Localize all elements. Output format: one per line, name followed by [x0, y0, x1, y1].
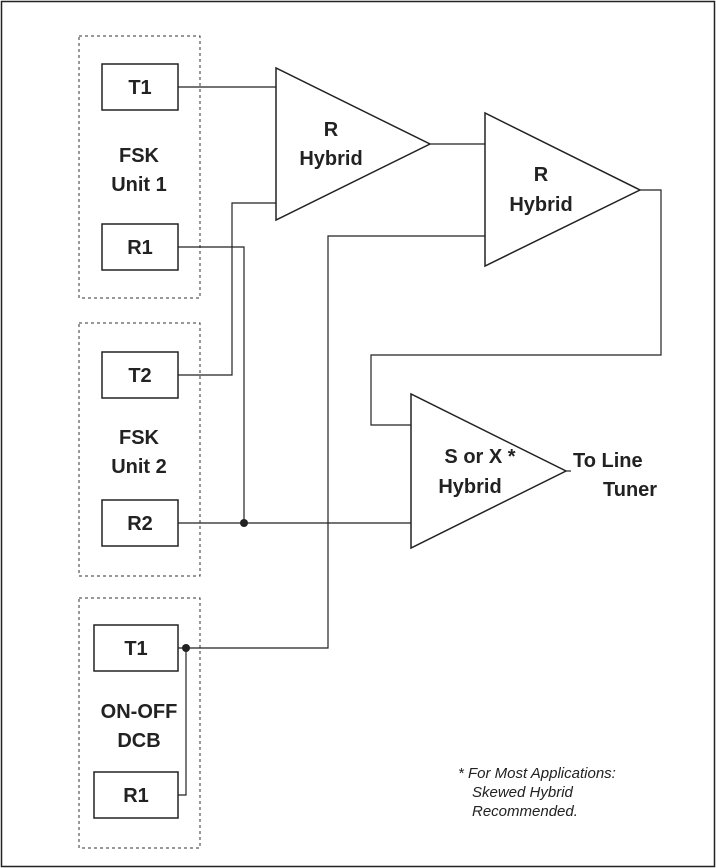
- unit-box-fsk-2: [78, 322, 201, 577]
- unit-title-line1-fsk-2: FSK: [119, 427, 160, 449]
- unit-box-fsk-1: [78, 35, 201, 299]
- footnote-line2: Skewed Hybrid: [472, 784, 574, 801]
- hybrid-label-line2-r-2: Hybrid: [509, 194, 572, 216]
- hybrid-label-line2-sx: Hybrid: [438, 476, 501, 498]
- port-box-unit2-t2: [101, 351, 179, 399]
- unit-title-line1-fsk-1: FSK: [119, 145, 160, 167]
- unit-title-line2-fsk-1: Unit 1: [111, 174, 167, 196]
- wire-dcb-t1: [178, 235, 485, 649]
- port-label-unit1-r1: R1: [127, 237, 153, 259]
- output-label-line2: Tuner: [603, 479, 657, 501]
- wires: [178, 86, 662, 796]
- unit-title-line2-dcb: DCB: [117, 730, 160, 752]
- unit-title-line1-dcb: ON-OFF: [101, 701, 178, 723]
- hybrid-triangle-r-2: [484, 111, 642, 268]
- port-box-unit1-r1: [101, 223, 179, 271]
- junction-dot-r2: [240, 519, 248, 527]
- port-label-unit1-t1: T1: [128, 77, 151, 99]
- wire-hybrid2-out: [370, 189, 662, 426]
- wire-unit2-t2: [178, 202, 276, 376]
- hybrid-triangle-r-1: [275, 66, 432, 222]
- hybrid-label-line1-sx: S or X *: [444, 446, 515, 468]
- port-label-unit2-r2: R2: [127, 513, 153, 535]
- hybrid-label-line1-r-2: R: [534, 164, 549, 186]
- port-label-dcb-t1: T1: [124, 638, 147, 660]
- footnote-line3: Recommended.: [472, 803, 578, 820]
- wire-dcb-r1: [178, 648, 187, 796]
- port-label-dcb-r1: R1: [123, 785, 149, 807]
- junction-dot-dcb: [182, 644, 190, 652]
- unit-box-dcb: [78, 597, 201, 849]
- wire-unit1-r1: [178, 246, 245, 523]
- port-label-unit2-t2: T2: [128, 365, 151, 387]
- port-box-unit2-r2: [101, 499, 179, 547]
- hybrid-label-line1-r-1: R: [324, 119, 339, 141]
- hybrid-triangle-sx: [410, 392, 568, 550]
- hybrid-label-line2-r-1: Hybrid: [299, 148, 362, 170]
- output-label-line1: To Line: [573, 450, 643, 472]
- footnote-line1: * For Most Applications:: [458, 765, 616, 782]
- unit-title-line2-fsk-2: Unit 2: [111, 456, 167, 478]
